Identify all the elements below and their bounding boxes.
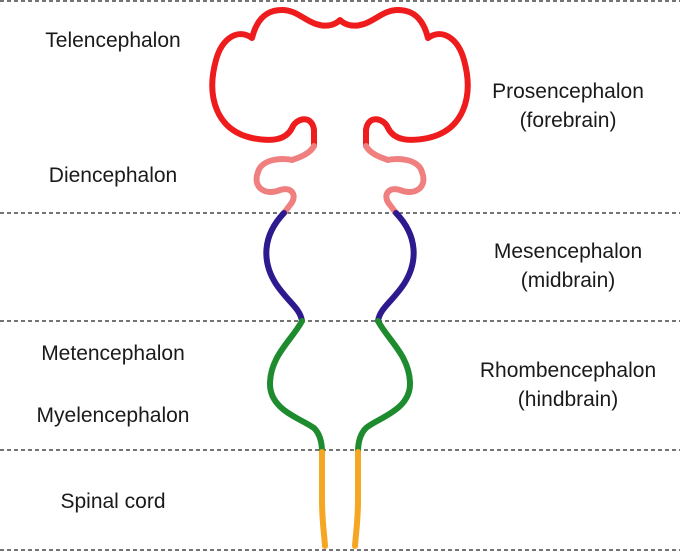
label-prosencephalon: Prosencephalon <box>492 80 644 103</box>
label-mesencephalon: Mesencephalon <box>494 240 642 263</box>
mesencephalon-right-wall <box>375 210 417 324</box>
rhombencephalon-left-wall <box>267 318 325 455</box>
mesencephalon-left-wall <box>263 210 305 324</box>
spinal-cord-left-wall <box>319 449 328 549</box>
label-rhombencephalon-common: (hindbrain) <box>518 388 618 411</box>
spinal-cord-right-wall <box>352 449 361 549</box>
telencephalon-outline <box>209 7 471 149</box>
label-spinal-cord: Spinal cord <box>60 490 165 513</box>
diencephalon-left-wall <box>253 143 317 216</box>
label-metencephalon: Metencephalon <box>41 342 185 365</box>
label-telencephalon: Telencephalon <box>45 29 180 52</box>
diencephalon-right-wall <box>363 143 427 216</box>
label-prosencephalon-common: (forebrain) <box>520 109 617 132</box>
rhombencephalon-right-wall <box>355 318 413 455</box>
label-mesencephalon-common: (midbrain) <box>521 269 616 292</box>
label-diencephalon: Diencephalon <box>49 164 177 187</box>
label-rhombencephalon: Rhombencephalon <box>480 359 656 382</box>
label-myelencephalon: Myelencephalon <box>37 404 190 427</box>
